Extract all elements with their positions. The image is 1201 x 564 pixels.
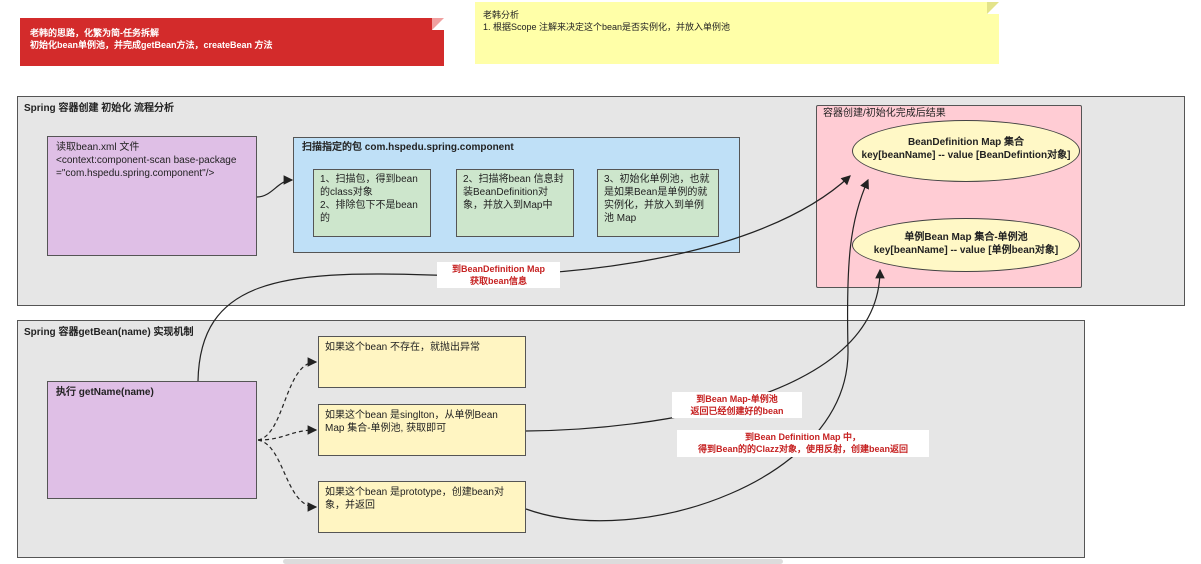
bean-definition-map-ellipse: BeanDefinition Map 集合 key[beanName] -- v… — [852, 120, 1080, 182]
horizontal-scrollbar[interactable] — [283, 559, 783, 564]
label-to-bd-map-line2: 获取bean信息 — [469, 276, 527, 286]
yellow-note-line1: 老韩分析 — [483, 10, 520, 20]
label-to-bean-map: 到Bean Map-单例池 返回已经创建好的bean — [672, 392, 802, 418]
scan-step3-box: 3、初始化单例池，也就是如果Bean是单例的就实例化，并放入到单例池 Map — [597, 169, 719, 237]
red-note-fold-corner — [432, 18, 444, 30]
bd-map-line1: BeanDefinition Map 集合 — [907, 137, 1025, 148]
case-prototype-box: 如果这个bean 是prototype，创建bean对象，并返回 — [318, 481, 526, 533]
label-to-bd-map-line1: 到BeanDefinition Map — [451, 264, 545, 274]
red-note-line1: 老韩的思路，化繁为简-任务拆解 — [30, 28, 159, 38]
prototype-to-bd-map-curve — [525, 178, 869, 522]
label-to-bd-map-create-line2: 得到Bean的的Clazz对象，使用反射，创建bean返回 — [697, 444, 909, 454]
case-missing-box: 如果这个bean 不存在，就抛出异常 — [318, 336, 526, 388]
red-note-line2: 初始化bean单例池，并完成getBean方法，createBean 方法 — [30, 40, 273, 50]
label-to-bd-map: 到BeanDefinition Map 获取bean信息 — [437, 262, 560, 288]
case-singleton-box: 如果这个bean 是singlton，从单例Bean Map 集合-单例池, 获… — [318, 404, 526, 456]
exec-to-prototype-arrow — [257, 439, 318, 512]
red-sticky-note: 老韩的思路，化繁为简-任务拆解 初始化bean单例池，并完成getBean方法，… — [20, 18, 444, 66]
exec-to-singleton-arrow — [257, 425, 318, 441]
scan-panel-title: 扫描指定的包 com.hspedu.spring.component — [302, 142, 514, 153]
exec-to-missing-arrow — [257, 357, 318, 441]
yellow-note-line2: 1. 根据Scope 注解来决定这个bean是否实例化，并放入单例池 — [483, 22, 731, 32]
label-to-bd-map-create: 到Bean Definition Map 中， 得到Bean的的Clazz对象，… — [677, 430, 929, 457]
yellow-note-fold-corner — [987, 2, 999, 14]
getbean-group-title: Spring 容器getBean(name) 实现机制 — [24, 327, 194, 338]
label-to-bd-map-create-line1: 到Bean Definition Map 中， — [744, 432, 861, 442]
singleton-map-line1: 单例Bean Map 集合-单例池 — [904, 232, 1028, 243]
read-xml-box: 读取bean.xml 文件 <context:component-scan ba… — [47, 136, 257, 256]
scan-step1-box: 1、扫描包，得到bean的class对象 2、排除包下不是bean的 — [313, 169, 431, 237]
yellow-sticky-note: 老韩分析 1. 根据Scope 注解来决定这个bean是否实例化，并放入单例池 — [475, 2, 999, 64]
bd-map-line2: key[beanName] -- value [BeanDefintion对象] — [861, 150, 1071, 161]
label-to-bean-map-line1: 到Bean Map-单例池 — [696, 394, 778, 404]
container-init-title: Spring 容器创建 初始化 流程分析 — [24, 103, 174, 114]
exec-getname-box: 执行 getName(name) — [47, 381, 257, 499]
scan-step2-box: 2、扫描将bean 信息封装BeanDefinition对象，并放入到Map中 — [456, 169, 574, 237]
label-to-bean-map-line2: 返回已经创建好的bean — [690, 406, 784, 416]
result-group-title: 容器创建/初始化完成后结果 — [823, 108, 946, 119]
singleton-map-ellipse: 单例Bean Map 集合-单例池 key[beanName] -- value… — [852, 218, 1080, 272]
xml-to-scan-arrow — [256, 175, 294, 198]
singleton-map-line2: key[beanName] -- value [单例bean对象] — [873, 245, 1059, 256]
